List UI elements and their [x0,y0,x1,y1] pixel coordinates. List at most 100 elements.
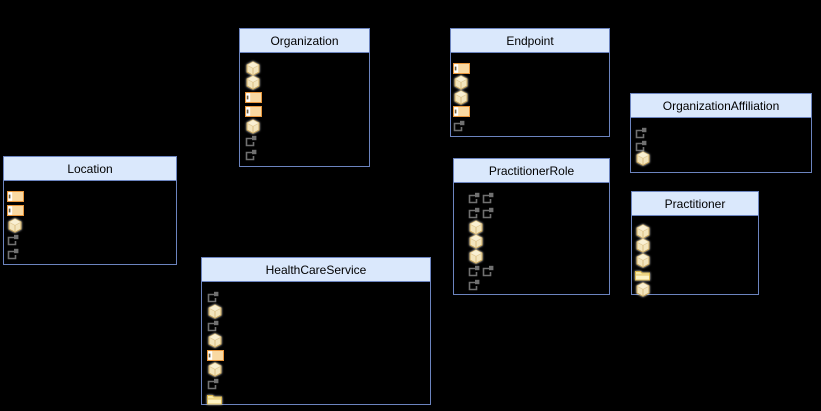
class-box-location[interactable]: Location [3,156,177,265]
element-row [7,217,176,233]
element-row [468,191,609,206]
field-icon [245,106,262,118]
reference-link-icon [482,207,494,219]
element-row [453,119,609,134]
cube-hexagon-icon [8,217,22,233]
element-row [468,234,609,250]
element-row [7,247,176,262]
element-row [245,134,369,149]
element-row [245,90,369,105]
element-row [207,290,430,305]
element-row [635,126,811,139]
cube-hexagon-icon [208,304,222,320]
class-title-organization-affiliation: OrganizationAffiliation [631,94,811,118]
reference-link-icon [468,265,480,277]
element-row [468,248,609,264]
class-box-endpoint[interactable]: Endpoint [450,28,610,137]
element-row [635,223,758,239]
class-attributes [454,183,609,293]
element-row [453,105,609,120]
reference-link-icon [468,280,480,291]
class-box-practitioner[interactable]: Practitioner [631,191,759,297]
reference-link-icon [453,121,465,132]
element-row [453,75,609,91]
element-row [635,238,758,254]
element-row [7,233,176,248]
element-row [468,278,609,293]
cube-hexagon-icon [636,223,650,239]
reference-link-icon [7,234,19,246]
element-row [635,252,758,268]
reference-link-icon [245,150,257,161]
element-row [245,60,369,76]
element-row [453,61,609,76]
class-box-healthcare-service[interactable]: HealthCareService [201,257,431,405]
class-attributes [632,216,758,297]
reference-link-icon [207,321,219,332]
class-attributes [202,282,430,406]
element-row [635,139,811,152]
reference-link-icon [207,379,219,390]
class-box-organization-affiliation[interactable]: OrganizationAffiliation [630,93,812,173]
element-row [468,206,609,221]
cube-hexagon-icon [454,75,468,91]
class-title-location: Location [4,157,176,181]
cube-hexagon-icon [469,248,483,264]
reference-link-icon [468,193,480,204]
class-attributes [451,53,609,134]
element-row [468,219,609,235]
class-box-organization[interactable]: Organization [239,28,370,167]
element-row [245,75,369,91]
cube-hexagon-icon [636,281,650,297]
reference-link-icon [482,265,494,277]
element-row [468,264,609,279]
class-title-practitioner: Practitioner [632,192,758,216]
field-icon [453,62,470,74]
cube-hexagon-icon [208,333,222,349]
class-title-organization: Organization [240,29,369,53]
reference-link-icon [245,135,257,147]
element-row [635,268,758,283]
cube-hexagon-icon [246,60,260,76]
field-icon [7,205,24,217]
element-row [245,118,369,134]
element-row [7,189,176,204]
reference-link-icon [207,292,219,303]
element-row [207,319,430,334]
folder-icon [635,270,650,281]
element-row [453,89,609,105]
cube-hexagon-icon [246,118,260,134]
element-row [635,151,811,166]
class-title-practitioner-role: PractitionerRole [454,159,609,183]
element-row [207,348,430,363]
folder-icon [207,394,222,405]
class-attributes [4,181,176,262]
element-row [245,148,369,163]
cube-hexagon-icon [469,234,483,250]
cube-hexagon-icon [636,252,650,268]
element-row [207,392,430,407]
cube-hexagon-icon [636,151,650,166]
element-row [207,377,430,392]
field-icon [207,349,224,361]
element-row [207,304,430,320]
field-icon [7,190,24,202]
reference-link-icon [468,207,480,219]
reference-link-icon [635,140,647,151]
cube-hexagon-icon [208,362,222,378]
field-icon [453,106,470,118]
cube-hexagon-icon [454,89,468,105]
class-attributes [240,53,369,163]
element-row [635,281,758,297]
reference-link-icon [635,127,647,138]
field-icon [245,91,262,103]
class-title-healthcare-service: HealthCareService [202,258,430,282]
reference-link-icon [482,193,494,204]
class-box-practitioner-role[interactable]: PractitionerRole [453,158,610,295]
element-row [207,333,430,349]
element-row [7,204,176,219]
reference-link-icon [7,249,19,260]
cube-hexagon-icon [246,75,260,91]
element-row [207,362,430,378]
